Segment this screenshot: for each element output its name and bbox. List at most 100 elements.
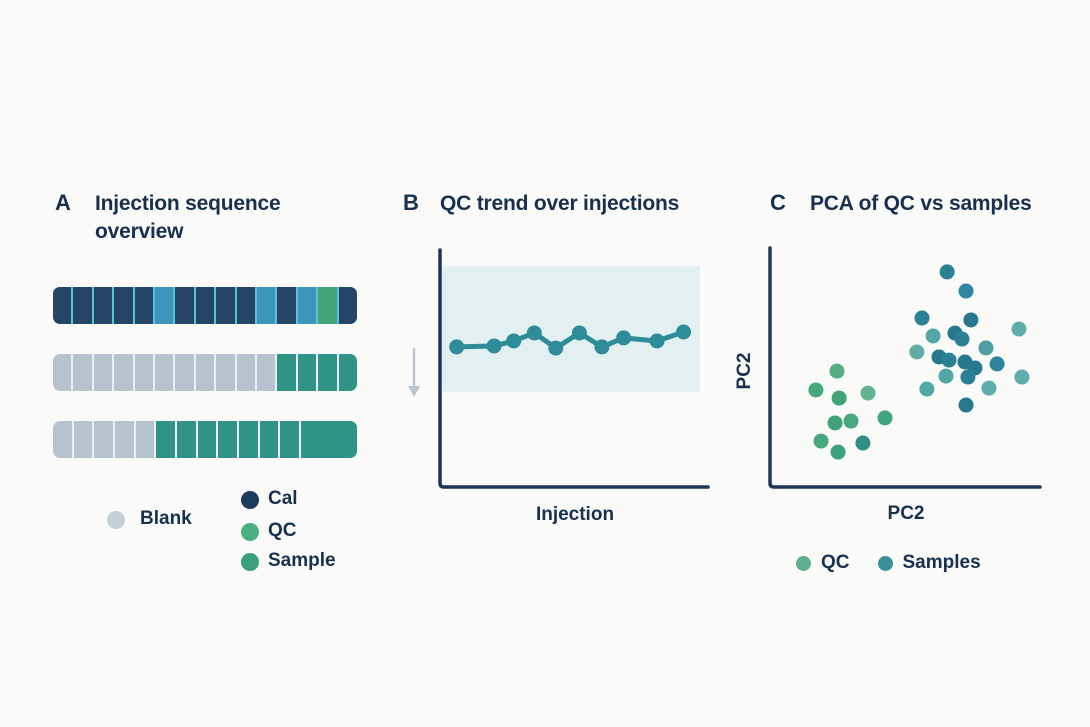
- legend-dot-blank: [107, 511, 125, 529]
- qc-point: [616, 330, 632, 346]
- pca-legend-dot-qc: [796, 555, 811, 571]
- qc-point: [813, 433, 829, 449]
- sequence-segment-blank: [73, 354, 92, 391]
- qc-point: [829, 363, 845, 379]
- legend-dot-sample: [241, 553, 259, 571]
- sequence-bar-2: [53, 354, 357, 391]
- sequence-segment-sample: [156, 421, 176, 458]
- legend-dot-qc: [241, 523, 259, 541]
- pca-legend: QC Samples: [796, 552, 981, 574]
- sequence-segment-blank: [236, 354, 256, 391]
- sequence-segment-blank: [216, 354, 235, 391]
- qc-point: [571, 325, 587, 341]
- sequence-segment-cal: [338, 287, 357, 324]
- qc-point: [843, 413, 859, 429]
- samples-point: [989, 356, 1005, 372]
- samples-point: [981, 380, 997, 396]
- samples-point: [960, 369, 976, 385]
- sequence-segment-blank: [53, 354, 72, 391]
- qc-point: [486, 338, 502, 354]
- sequence-segment-qc_blue: [297, 287, 317, 324]
- legend-label-cal: Cal: [268, 488, 298, 509]
- samples-point: [938, 368, 954, 384]
- sequence-segment-sample: [318, 354, 337, 391]
- qc-trend-line: [454, 329, 687, 351]
- samples-point: [1011, 321, 1027, 337]
- sequence-segment-sample: [338, 354, 357, 391]
- sequence-segment-sample: [259, 421, 279, 458]
- panel-c-letter: C: [770, 190, 786, 215]
- pca-axes: [768, 246, 1042, 489]
- qc-point: [860, 385, 876, 401]
- qc-point: [808, 382, 824, 398]
- down-arrow-icon: [408, 347, 420, 397]
- sequence-segment-cal: [175, 287, 194, 324]
- sequence-segment-sample_green: [318, 287, 337, 324]
- c-yaxis-label: PC2: [734, 352, 755, 390]
- samples-point: [958, 283, 974, 299]
- qc-point: [548, 340, 564, 356]
- qc-point: [649, 333, 665, 349]
- qc-point: [827, 415, 843, 431]
- sequence-segment-sample: [301, 421, 357, 458]
- pca-points: [808, 264, 1030, 460]
- legend-label-blank: Blank: [140, 508, 192, 529]
- sequence-segment-cal: [73, 287, 92, 324]
- sequence-segment-sample: [277, 354, 296, 391]
- sequence-segment-blank: [134, 354, 154, 391]
- panel-b-title: QC trend over injections: [440, 192, 680, 215]
- pca-legend-item-qc: QC: [796, 552, 850, 574]
- qc-point: [831, 390, 847, 406]
- sequence-segment-cal: [195, 287, 215, 324]
- sequence-segment-sample: [197, 421, 217, 458]
- samples-point: [925, 328, 941, 344]
- sequence-segment-blank: [155, 354, 174, 391]
- panel-a-title: Injection sequence overview: [95, 192, 281, 243]
- sequence-segment-qc_blue: [155, 287, 174, 324]
- sequence-bar-3: [53, 421, 357, 458]
- legend-dot-cal: [241, 491, 259, 509]
- sequence-segment-cal: [53, 287, 72, 324]
- qc-point: [449, 339, 465, 355]
- qc-point: [877, 410, 893, 426]
- qc-trend-points: [449, 324, 692, 356]
- samples-point: [914, 310, 930, 326]
- sequence-segment-blank: [94, 421, 114, 458]
- sequence-segment-sample: [297, 354, 317, 391]
- samples-point: [941, 352, 957, 368]
- sequence-segment-blank: [53, 421, 72, 458]
- sequence-segment-sample: [280, 421, 300, 458]
- qc-trend-chart: [408, 248, 710, 489]
- samples-point: [963, 312, 979, 328]
- qc-trend-axes: [438, 248, 710, 489]
- sequence-segment-cal: [277, 287, 296, 324]
- sequence-segment-blank: [175, 354, 194, 391]
- sequence-segment-cal: [216, 287, 235, 324]
- sequence-segment-cal: [114, 287, 133, 324]
- sequence-segment-sample: [239, 421, 258, 458]
- qc-point: [676, 324, 692, 340]
- legend-label-sample: Sample: [268, 550, 336, 571]
- pca-legend-label-samples: Samples: [902, 552, 981, 573]
- samples-point: [939, 264, 955, 280]
- sequence-segment-blank: [115, 421, 134, 458]
- sequence-segment-cal: [134, 287, 154, 324]
- qc-point: [506, 333, 522, 349]
- sequence-segment-cal: [236, 287, 256, 324]
- b-xaxis-label: Injection: [535, 504, 615, 525]
- pca-scatter-chart: [768, 246, 1042, 489]
- sequence-segment-blank: [73, 421, 93, 458]
- sequence-segment-blank: [195, 354, 215, 391]
- qc-point: [526, 325, 542, 341]
- c-xaxis-label: PC2: [887, 503, 925, 524]
- samples-point: [958, 397, 974, 413]
- panel-c-title: PCA of QC vs samples: [810, 192, 1032, 215]
- qc-acceptance-band: [441, 266, 700, 392]
- panel-b-letter: B: [403, 190, 419, 215]
- sequence-segment-sample: [177, 421, 196, 458]
- sequence-segment-sample: [218, 421, 238, 458]
- sequence-bar-1: [53, 287, 357, 324]
- samples-point: [954, 331, 970, 347]
- samples-point: [909, 344, 925, 360]
